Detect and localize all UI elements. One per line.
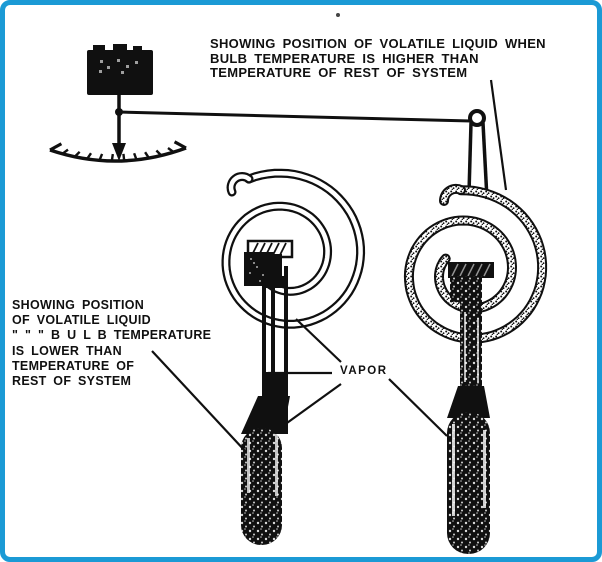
rod-end-loop [468, 109, 486, 127]
scale-tick [122, 153, 126, 161]
annotation-lower-temp: SHOWING POSITION OF VOLATILE LIQUID " " … [12, 298, 211, 389]
stem-wall [262, 284, 266, 430]
scale-tick [49, 142, 63, 152]
leader-lines [151, 13, 508, 453]
scale-tick [167, 147, 175, 154]
vapor-label: VAPOR [340, 365, 388, 377]
scale-tick [73, 150, 81, 158]
indicator-plate [87, 50, 153, 95]
scale-tick [133, 152, 138, 161]
annotation-line: " " " B U L B TEMPERATURE [12, 328, 212, 343]
leader-to-right-spiral [489, 79, 508, 191]
scale-tick [86, 152, 93, 160]
annotation-line: OF VOLATILE LIQUID [12, 313, 151, 328]
annotation-higher-temp: SHOWING POSITION OF VOLATILE LIQUID WHEN… [210, 36, 546, 81]
left-thermometer [221, 168, 366, 545]
scale-tick [61, 148, 69, 155]
annotation-line: SHOWING POSITION [12, 298, 145, 312]
bulb-neck [241, 396, 290, 434]
link-rod [118, 109, 489, 200]
link-rod-line [118, 110, 472, 123]
leader-to-left-bulb [151, 350, 247, 453]
vapor-leader [388, 378, 448, 437]
stem-wall [284, 266, 288, 430]
needle-arrowhead [112, 143, 126, 161]
scale-arc [49, 146, 187, 163]
ink-speck [336, 13, 340, 17]
scale-tick [110, 153, 115, 162]
right-thermometer [403, 183, 548, 554]
annotation-line: TEMPERATURE OF [12, 358, 135, 373]
link-wire [481, 122, 489, 200]
annotation-line: IS LOWER THAN [12, 343, 122, 358]
gauge-assembly [49, 44, 187, 163]
annotation-line: REST OF SYSTEM [12, 374, 132, 389]
scale-tick [98, 153, 104, 161]
stem-wall [271, 284, 275, 430]
bulb-neck [447, 386, 490, 418]
vapor-leader [279, 383, 342, 429]
scale-tick [144, 151, 150, 159]
scale-tick [173, 140, 187, 150]
scale-tick [155, 149, 163, 157]
link-wire [467, 122, 473, 194]
annotation-line: SHOWING POSITION OF VOLATILE LIQUID WHEN [210, 36, 546, 51]
vapor-leader [295, 318, 342, 363]
annotation-line: TEMPERATURE OF REST OF SYSTEM [210, 65, 468, 80]
annotation-line: BULB TEMPERATURE IS HIGHER THAN [210, 50, 479, 66]
